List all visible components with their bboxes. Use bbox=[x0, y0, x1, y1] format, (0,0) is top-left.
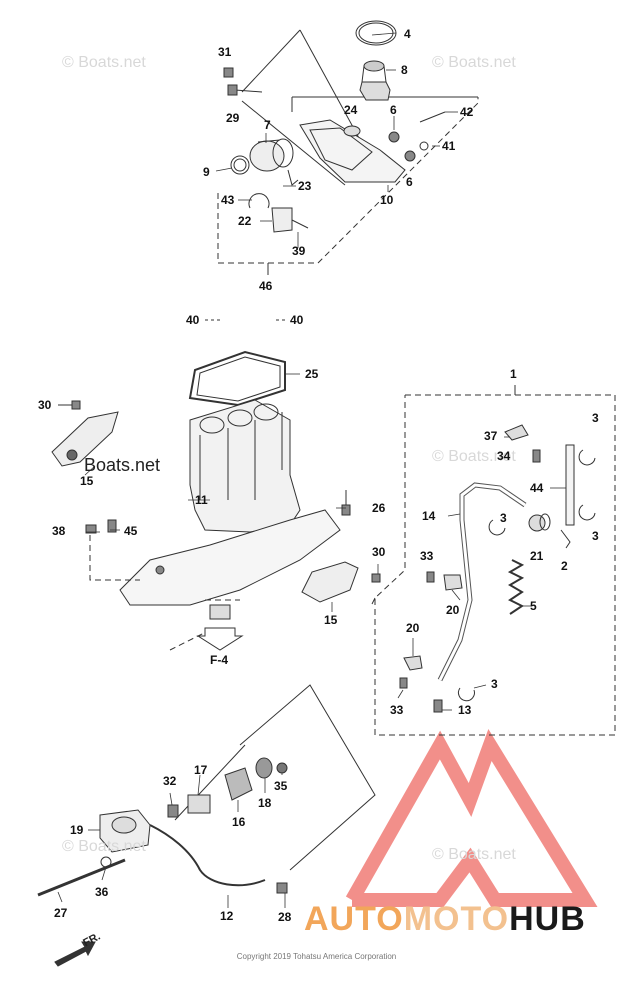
callout-17: 17 bbox=[194, 763, 208, 777]
watermark-text: © Boats.net bbox=[432, 54, 516, 71]
callout-22: 22 bbox=[238, 214, 252, 228]
callout-9: 9 bbox=[203, 165, 210, 179]
callout-37: 37 bbox=[484, 429, 498, 443]
watermark-text-strong: Boats.net bbox=[84, 455, 161, 475]
watermark-text: © Boats.net bbox=[432, 846, 516, 863]
callout-31: 31 bbox=[218, 45, 232, 59]
callout-2: 2 bbox=[561, 559, 568, 573]
callout-16: 16 bbox=[232, 815, 246, 829]
callout-33: 33 bbox=[420, 549, 434, 563]
callout-25: 25 bbox=[305, 367, 319, 381]
callout-39: 39 bbox=[292, 244, 306, 258]
reference-label-f4: F-4 bbox=[210, 653, 228, 667]
callout-13: 13 bbox=[458, 703, 472, 717]
callout-21: 21 bbox=[530, 549, 544, 563]
callout-24: 24 bbox=[344, 103, 358, 117]
callout-23: 23 bbox=[298, 179, 312, 193]
callout-30: 30 bbox=[38, 398, 52, 412]
callout-8: 8 bbox=[401, 63, 408, 77]
callout-45: 45 bbox=[124, 524, 138, 538]
copyright-text: Copyright 2019 Tohatsu America Corporati… bbox=[236, 952, 397, 961]
brand-logo-text: AUTOMOTOHUB bbox=[304, 900, 586, 939]
watermark-text: © Boats.net bbox=[62, 838, 146, 855]
callout-38: 38 bbox=[52, 524, 66, 538]
callout-32: 32 bbox=[163, 774, 177, 788]
brand-logo-mark bbox=[345, 728, 598, 907]
callout-3: 3 bbox=[500, 511, 507, 525]
callout-42: 42 bbox=[460, 105, 474, 119]
callout-15: 15 bbox=[324, 613, 338, 627]
callout-15: 15 bbox=[80, 474, 94, 488]
callout-40: 40 bbox=[290, 313, 304, 327]
callout-36: 36 bbox=[95, 885, 109, 899]
brand-part-1: AUTO bbox=[304, 900, 404, 938]
callout-3: 3 bbox=[491, 677, 498, 691]
brand-part-3: HUB bbox=[509, 900, 586, 938]
callout-28: 28 bbox=[278, 910, 292, 924]
callout-19: 19 bbox=[70, 823, 84, 837]
callout-12: 12 bbox=[220, 909, 234, 923]
callout-7: 7 bbox=[264, 118, 271, 132]
callout-30: 30 bbox=[372, 545, 386, 559]
callout-44: 44 bbox=[530, 481, 544, 495]
callout-33: 33 bbox=[390, 703, 404, 717]
callout-4: 4 bbox=[404, 27, 411, 41]
callout-14: 14 bbox=[422, 509, 436, 523]
watermark-text: © Boats.net bbox=[62, 54, 146, 71]
brand-part-2: MOTO bbox=[403, 900, 510, 938]
callout-34: 34 bbox=[497, 449, 511, 463]
callout-6: 6 bbox=[406, 175, 413, 189]
callout-3: 3 bbox=[592, 529, 599, 543]
callout-46: 46 bbox=[259, 279, 273, 293]
watermark-text: © Boats.net bbox=[432, 448, 516, 465]
callout-29: 29 bbox=[226, 111, 240, 125]
callout-10: 10 bbox=[380, 193, 394, 207]
callout-35: 35 bbox=[274, 779, 288, 793]
callout-27: 27 bbox=[54, 906, 68, 920]
callout-18: 18 bbox=[258, 796, 272, 810]
callout-11: 11 bbox=[195, 493, 208, 507]
callout-1: 1 bbox=[510, 367, 517, 381]
callout-20: 20 bbox=[446, 603, 460, 617]
callout-5: 5 bbox=[530, 599, 537, 613]
callout-3: 3 bbox=[592, 411, 599, 425]
callout-40: 40 bbox=[186, 313, 200, 327]
callout-43: 43 bbox=[221, 193, 235, 207]
callout-20: 20 bbox=[406, 621, 420, 635]
callout-6: 6 bbox=[390, 103, 397, 117]
callout-26: 26 bbox=[372, 501, 386, 515]
callout-41: 41 bbox=[442, 139, 456, 153]
